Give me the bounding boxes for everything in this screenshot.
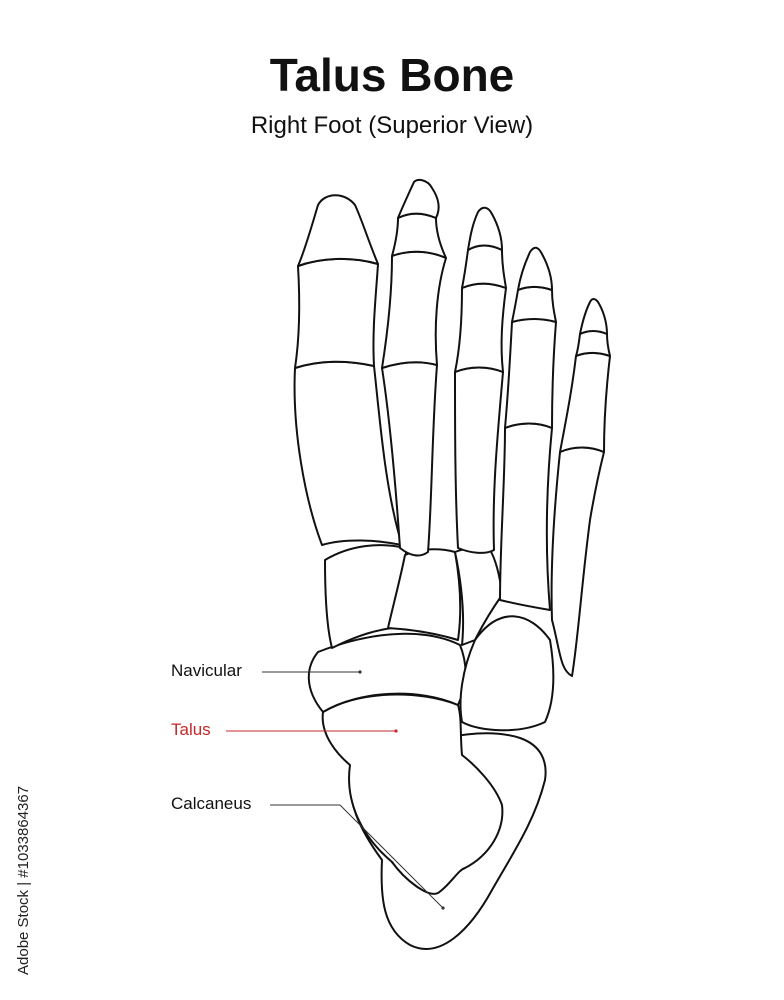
hallux-proximal-phalanx-bone: [294, 257, 379, 369]
toe-3-distal-phalanx-bone: [467, 206, 503, 251]
metatarsal-5-bone: [550, 446, 605, 677]
talus-leader-dot: [394, 729, 398, 733]
label-talus: Talus: [171, 720, 211, 739]
calcaneus-leader-line: [270, 804, 444, 909]
navicular-leader-dot: [358, 670, 362, 674]
label-calcaneus: Calcaneus: [171, 794, 252, 813]
navicular-bone: [307, 632, 467, 713]
stock-watermark-id: Adobe Stock | #1033864367: [15, 785, 32, 975]
hallux-distal-phalanx-bone: [297, 194, 379, 267]
toe-3-middle-phalanx-bone: [461, 244, 507, 289]
toe-4-middle-phalanx-bone: [511, 286, 557, 323]
toe-4-distal-phalanx-bone: [517, 246, 553, 291]
talus-head-contour: [391, 861, 466, 895]
intermediate-cuneiform-bone: [387, 548, 462, 641]
toe-4-proximal-phalanx-bone: [504, 318, 557, 429]
toe-2-distal-phalanx-bone: [397, 179, 440, 219]
toe-2-middle-phalanx-bone: [391, 212, 447, 259]
cuboid-bone: [459, 615, 555, 732]
metatarsal-4-bone: [499, 422, 553, 611]
toe-2-proximal-phalanx-bone: [381, 250, 447, 369]
toe-5-distal-phalanx-bone: [579, 298, 608, 335]
toe-3-proximal-phalanx-bone: [454, 282, 507, 373]
toe-5-middle-phalanx-bone: [575, 330, 611, 357]
label-navicular: Navicular: [171, 661, 242, 680]
toe-5-proximal-phalanx-bone: [559, 352, 611, 453]
diagram-title: Talus Bone: [269, 49, 515, 101]
diagram-subtitle: Right Foot (Superior View): [250, 112, 534, 139]
metatarsal-3-bone: [454, 366, 504, 554]
calcaneus-leader-dot: [441, 906, 445, 910]
